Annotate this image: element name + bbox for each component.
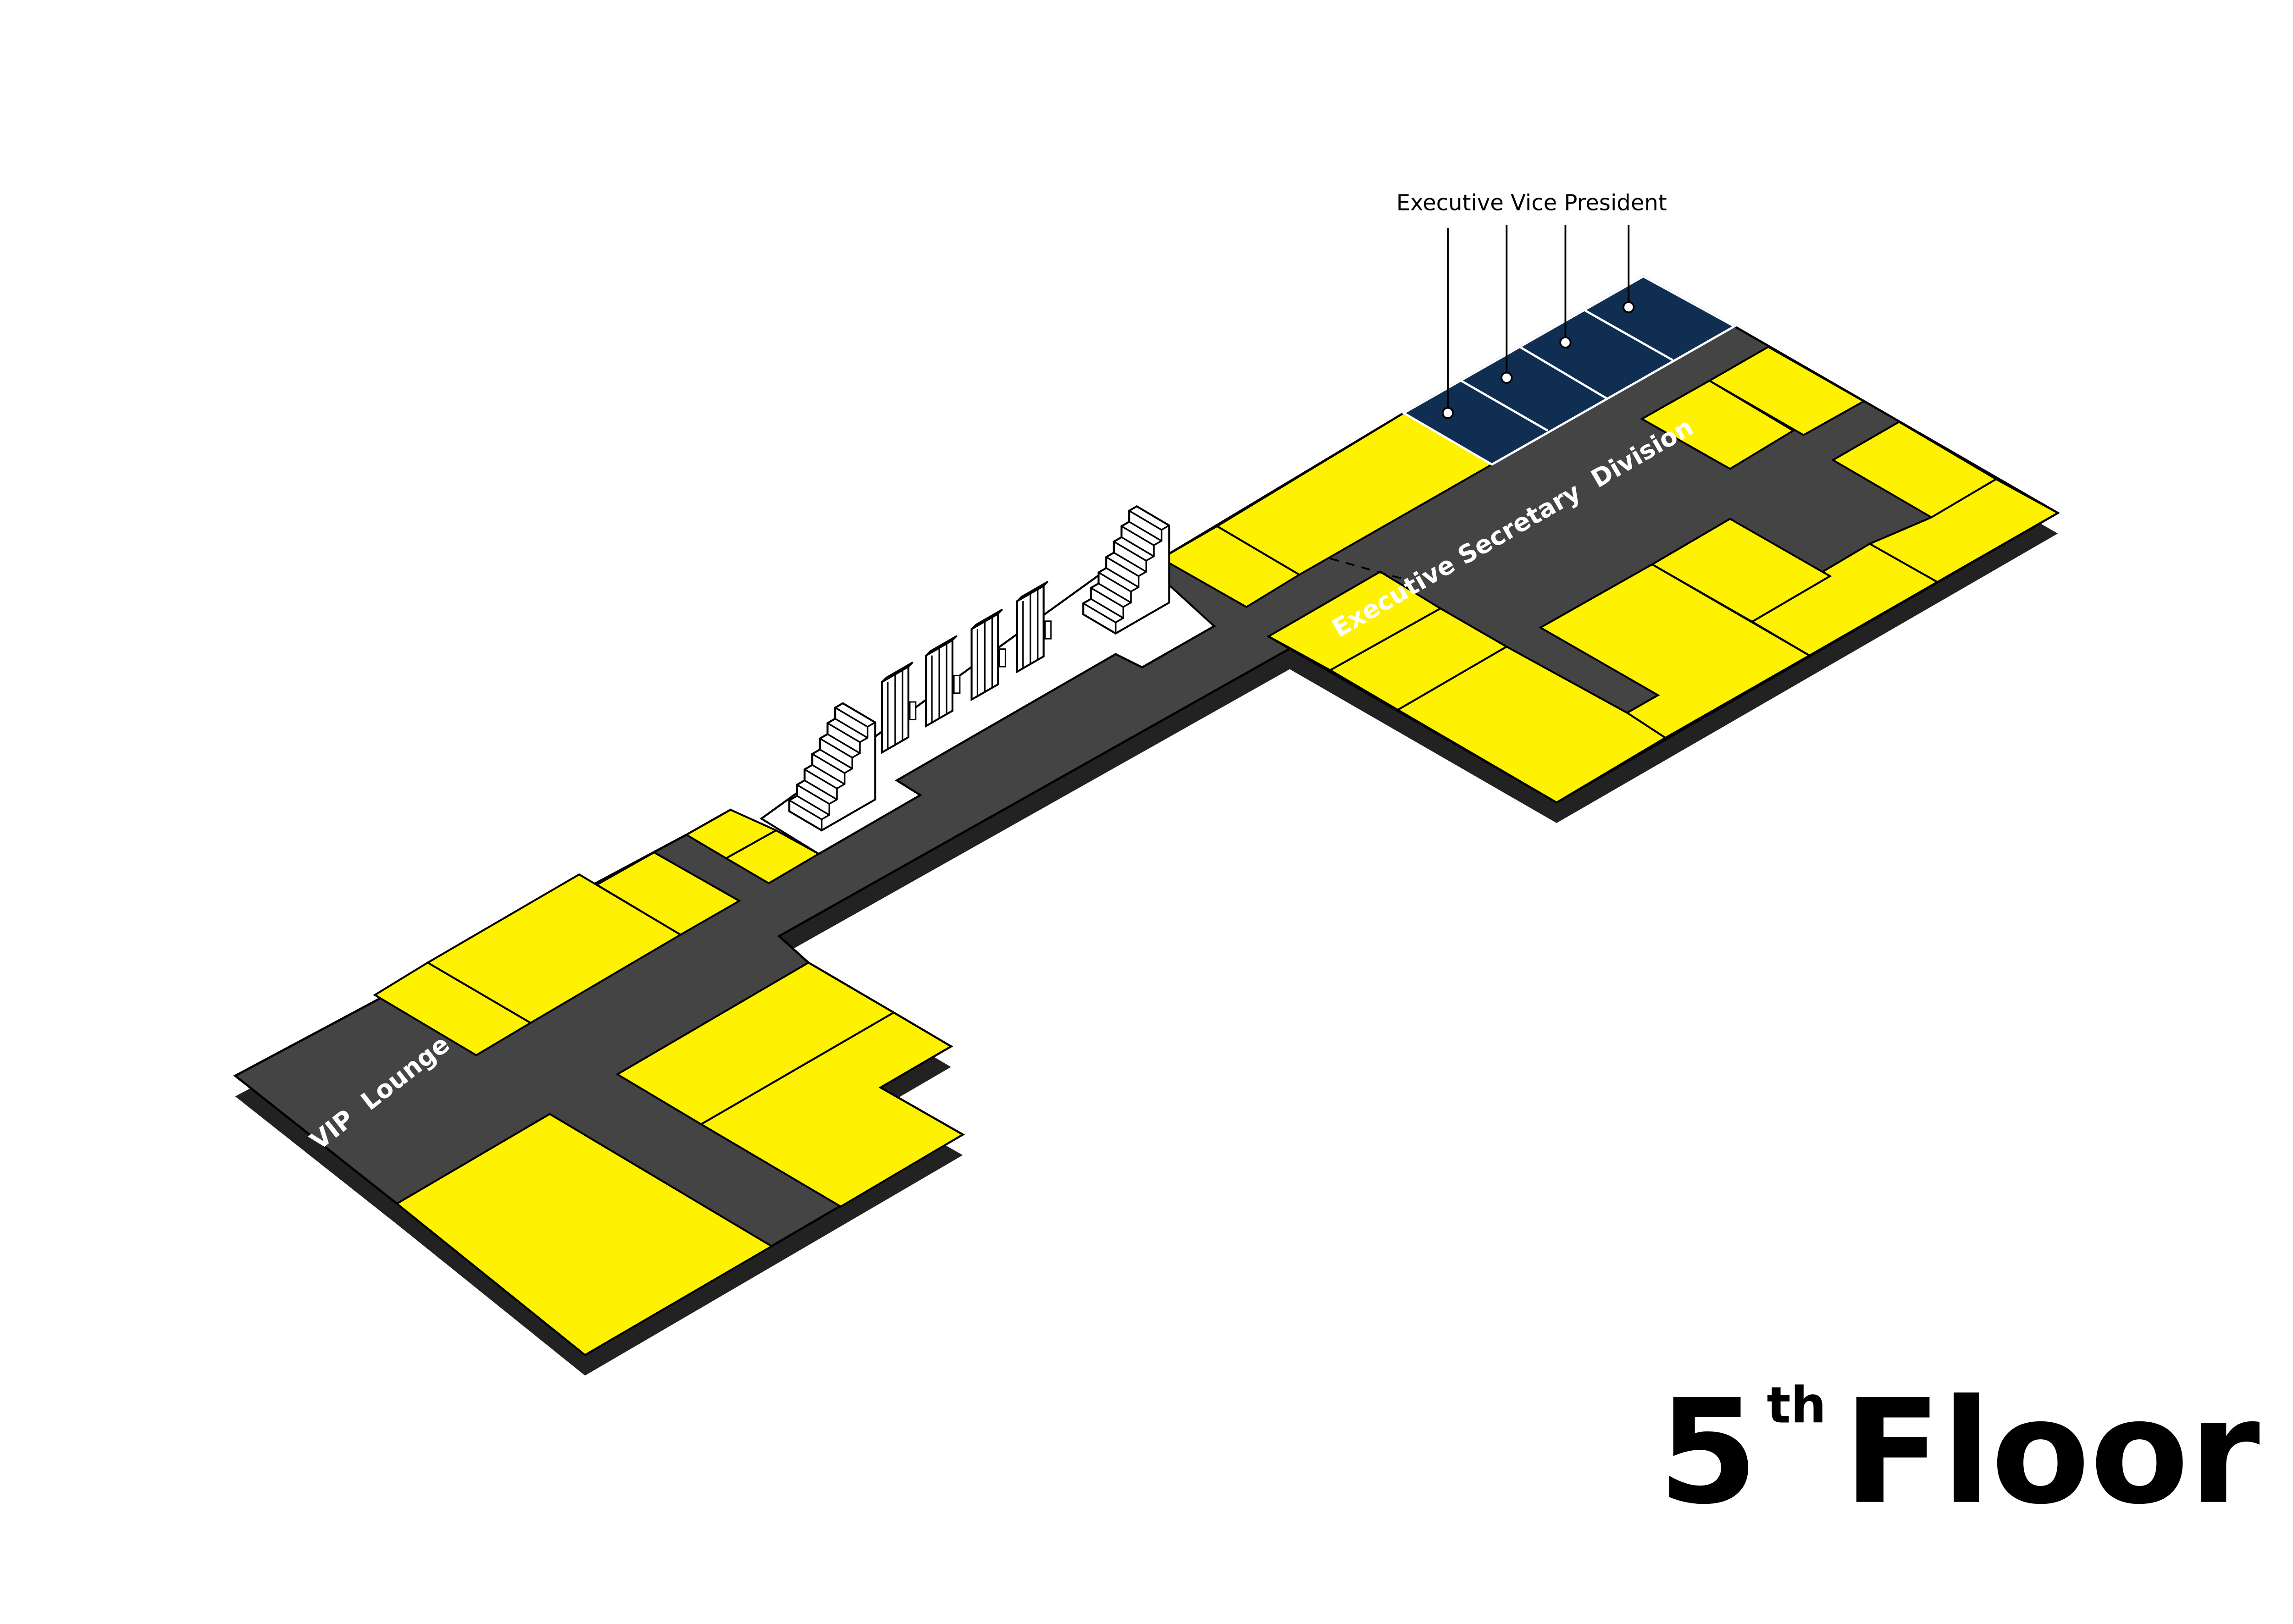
elevator-icon[interactable]	[970, 608, 1006, 702]
room[interactable]	[1396, 646, 1667, 804]
location-pin-icon[interactable]	[1559, 336, 1572, 349]
dashed-divider	[1330, 558, 1404, 580]
evp-label: Executive Vice President	[1396, 190, 1667, 216]
office-divider	[1519, 346, 1607, 399]
office-divider	[1460, 380, 1549, 432]
floor-word: Floor	[1843, 1369, 2261, 1536]
floor-number: 5	[1658, 1369, 1758, 1536]
vip-lounge-wing	[373, 808, 965, 1356]
room[interactable]	[1639, 379, 1795, 470]
elevator-icon[interactable]	[925, 635, 961, 728]
stairs-icon[interactable]	[788, 702, 876, 832]
location-pin-icon[interactable]	[1441, 407, 1454, 419]
evp-office-block[interactable]	[1401, 275, 1737, 466]
location-pin-icon[interactable]	[1501, 371, 1513, 384]
room[interactable]	[595, 851, 742, 936]
executive-vice-president-offices: Executive Vice President	[1396, 190, 1737, 466]
fixtures	[788, 505, 1170, 832]
executive-secretary-wing	[1159, 346, 2060, 804]
floor-title: 5 th Floor	[1658, 1369, 2261, 1536]
elevator-icon[interactable]	[881, 661, 917, 754]
location-pin-icon[interactable]	[1623, 301, 1635, 314]
room[interactable]	[1867, 478, 2060, 583]
room[interactable]	[724, 829, 821, 884]
floor-number-suffix: th	[1767, 1376, 1827, 1435]
room[interactable]	[699, 1011, 965, 1208]
room[interactable]	[395, 1113, 774, 1356]
office-divider	[1584, 309, 1673, 361]
room[interactable]	[1707, 346, 1866, 436]
stairs-icon[interactable]	[1082, 505, 1170, 635]
elevator-icon[interactable]	[1016, 580, 1052, 674]
